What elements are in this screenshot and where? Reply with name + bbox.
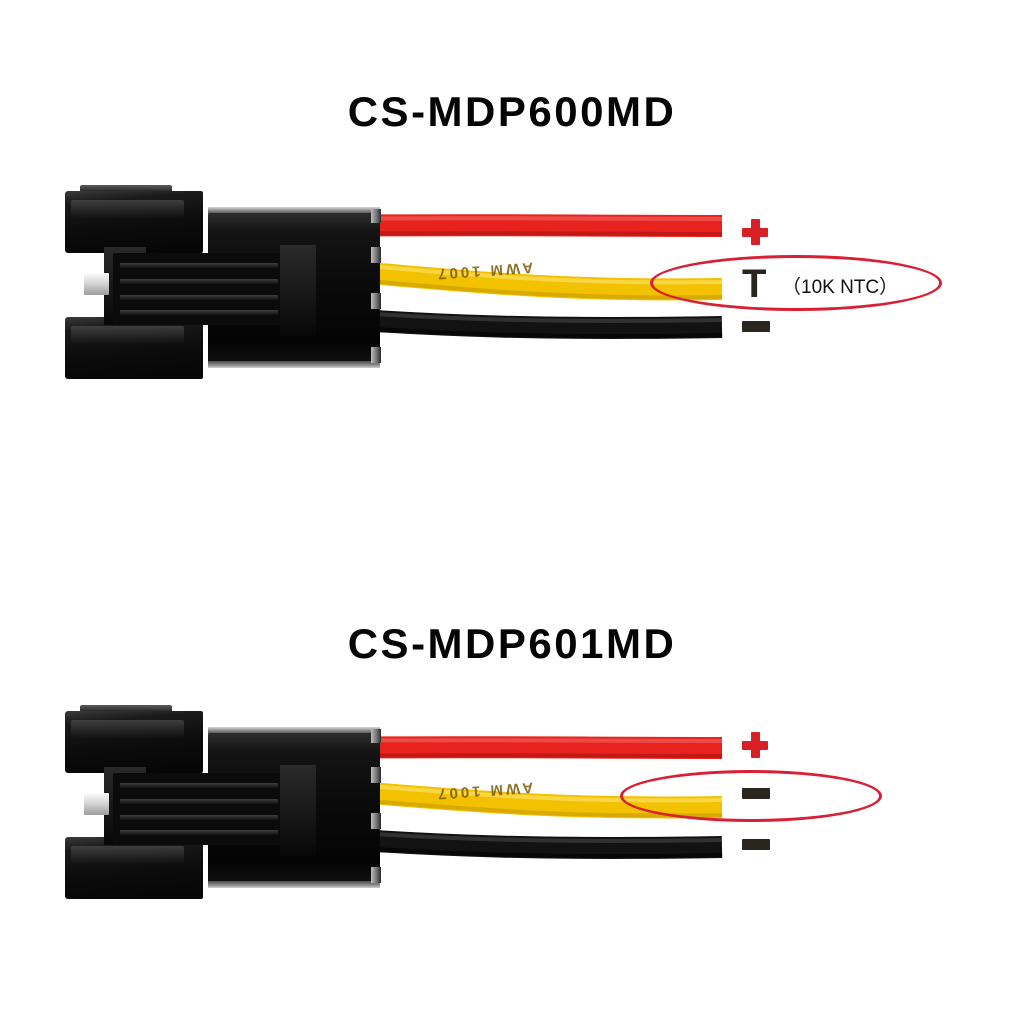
- connector-latch-spring-tab: [84, 793, 109, 815]
- connector-exit-tab-lower-mid: [371, 813, 381, 829]
- connector-lower-ear: [65, 837, 203, 899]
- diagram-cs-mdp601md: CS-MDP601MD AWM 1007: [0, 520, 1024, 1024]
- diagram-1-black-wire: [329, 300, 730, 360]
- connector-latch-wing: [280, 765, 316, 857]
- latch-rib: [120, 783, 278, 788]
- connector-latch-block: [113, 773, 288, 845]
- latch-rib: [120, 815, 278, 820]
- connector-exit-tab-upper-mid: [371, 767, 381, 783]
- diagram-1-title: CS-MDP600MD: [347, 88, 677, 135]
- plus-marker-icon: [742, 219, 768, 245]
- connector-exit-tab-top: [371, 209, 381, 223]
- diagram-2-connector: [58, 705, 388, 905]
- latch-rib: [120, 295, 278, 300]
- connector-upper-ear: [65, 191, 203, 253]
- connector-latch-spring-tab: [84, 273, 109, 295]
- connector-exit-tab-bottom: [371, 867, 381, 883]
- diagram-2-black-wire: [329, 820, 730, 880]
- latch-rib: [120, 830, 278, 835]
- diagram-2-title: CS-MDP601MD: [347, 620, 677, 667]
- connector-housing-top-edge: [208, 207, 380, 214]
- latch-rib: [120, 263, 278, 268]
- connector-exit-tab-top: [371, 729, 381, 743]
- plus-marker-icon: [742, 732, 768, 758]
- minus-marker-icon: [742, 839, 770, 850]
- connector-housing-top-edge: [208, 727, 380, 734]
- minus-marker-icon: [742, 321, 770, 332]
- diagram-1-highlight-ellipse: [650, 255, 942, 311]
- connector-upper-ear: [65, 711, 203, 773]
- latch-rib: [120, 279, 278, 284]
- connector-top-cap: [80, 705, 172, 714]
- connector-housing-bottom-edge: [208, 881, 380, 888]
- connector-housing-bottom-edge: [208, 361, 380, 368]
- diagram-cs-mdp600md: CS-MDP600MD AWM 1007: [58, 88, 942, 385]
- connector-exit-tab-upper-mid: [371, 247, 381, 263]
- diagram-2-highlight-ellipse: [620, 770, 882, 822]
- connector-exit-tab-bottom: [371, 347, 381, 363]
- connector-latch-wing: [280, 245, 316, 337]
- latch-rib: [120, 310, 278, 315]
- connector-latch-block: [113, 253, 288, 325]
- latch-rib: [120, 799, 278, 804]
- connector-top-cap: [80, 185, 172, 194]
- connector-lower-ear: [65, 317, 203, 379]
- connector-exit-tab-lower-mid: [371, 293, 381, 309]
- diagram-1-connector: [58, 185, 388, 385]
